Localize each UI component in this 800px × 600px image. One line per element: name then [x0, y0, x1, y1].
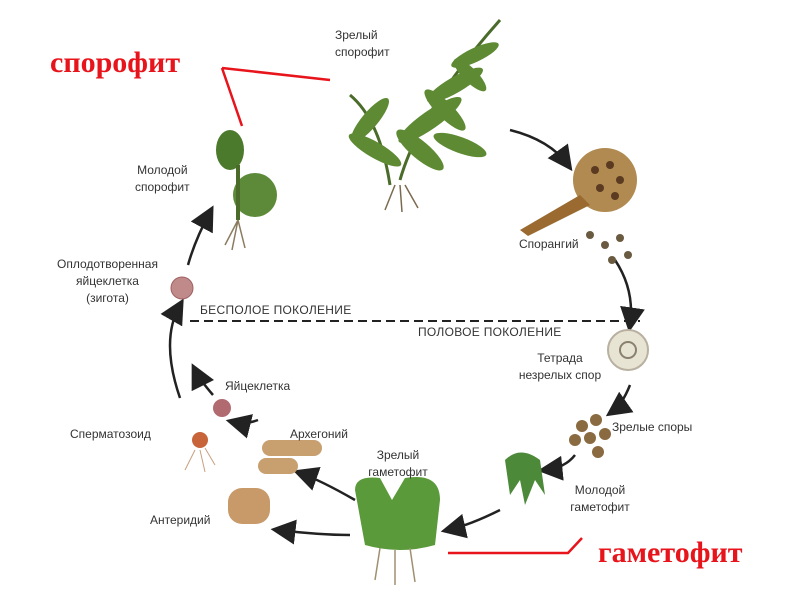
label-line: Молодой [137, 163, 188, 177]
label-line: Зрелый [335, 28, 378, 42]
young-sporophyte-image [216, 130, 277, 251]
label-egg-cell: Яйцеклетка [225, 379, 291, 393]
label-zygote: Оплодотворенная яйцеклетка (зигота) [45, 256, 170, 307]
sporangium-image [520, 148, 637, 264]
label-line: незрелых спор [518, 368, 602, 382]
asexual-generation-label: БЕСПОЛОЕ ПОКОЛЕНИЕ [200, 303, 352, 317]
sperm-image [184, 432, 216, 473]
label-sporangium: Спорангий [519, 237, 579, 251]
label-line: гаметофит [368, 465, 428, 479]
label-mature-sporophyte: Зрелый спорофит [335, 27, 390, 61]
label-line: Тетрада [537, 351, 583, 365]
antheridium-image [228, 488, 270, 524]
label-young-sporophyte: Молодой спорофит [135, 162, 190, 196]
young-gametophyte-image [505, 452, 545, 505]
zygote-image [170, 276, 194, 300]
label-line: Оплодотворенная [57, 257, 158, 271]
label-line: яйцеклетка [76, 274, 139, 288]
label-antheridium: Антеридий [150, 513, 211, 527]
mature-spores-image [569, 414, 611, 458]
egg-cell-image [213, 399, 231, 417]
gametophyte-annotation: гаметофит [598, 536, 743, 569]
label-line: Молодой [574, 483, 626, 497]
cycle-arrows [160, 128, 645, 545]
label-line: спорофит [135, 180, 190, 194]
mature-sporophyte-fern-image [348, 19, 502, 213]
annotation-lines [220, 66, 583, 555]
label-line: Зрелый [376, 448, 420, 462]
label-tetrad: Тетрада незрелых спор [505, 350, 615, 384]
label-young-gametophyte: Молодой гаметофит [560, 482, 640, 516]
label-line: спорофит [335, 45, 390, 59]
archegonium-image [258, 440, 322, 474]
label-line: (зигота) [86, 291, 129, 305]
tetrad-image [607, 329, 649, 371]
sporophyte-annotation: спорофит [50, 46, 181, 79]
mature-gametophyte-image [355, 476, 440, 585]
label-line: гаметофит [570, 500, 630, 514]
label-sperm: Сперматозоид [70, 427, 151, 441]
label-archegonium: Архегоний [290, 427, 348, 441]
sexual-generation-label: ПОЛОВОЕ ПОКОЛЕНИЕ [418, 325, 562, 339]
label-mature-gametophyte: Зрелый гаметофит [358, 447, 438, 481]
label-mature-spores: Зрелые споры [612, 420, 693, 434]
